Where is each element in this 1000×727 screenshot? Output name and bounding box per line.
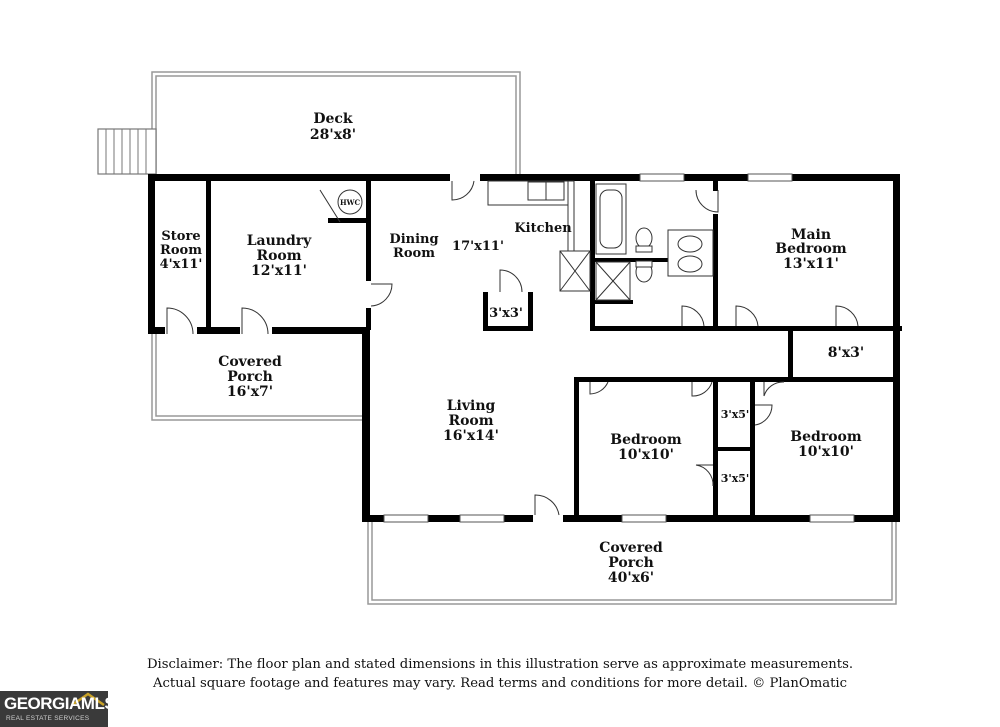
georgia-mls-logo: GEORGIAMLS REAL ESTATE SERVICES [0,691,116,727]
deck-stairs [97,128,157,175]
main-closet-dim: 8'x3' [828,345,864,361]
logo-wordmark: GEORGIAMLS [4,694,116,713]
dining-room-name-2: Room [393,246,435,261]
main-bedroom-name-2: Bedroom [775,241,847,257]
deck-dim: 28'x8' [310,127,356,143]
living-room-name-1: Living [447,398,496,414]
left-porch-name-2: Porch [227,369,273,385]
front-porch-name-2: Porch [608,555,654,571]
deck-name: Deck [313,111,353,127]
laundry-room-name-2: Room [256,248,301,264]
bedroom-2-name: Bedroom [790,429,862,445]
laundry-room-dim: 12'x11' [251,263,307,279]
front-porch-outline [367,522,897,605]
kitchen-closet-dim: 3'x3' [489,306,523,321]
room-labels: HWC Deck 28'x8' Store Room 4'x11' Laundr… [160,111,865,586]
store-room-name-2: Room [160,243,202,258]
main-bedroom-dim: 13'x11' [783,256,839,272]
front-porch-name-1: Covered [599,540,663,556]
bedroom-1-dim: 10'x10' [618,447,674,463]
logo-tagline: REAL ESTATE SERVICES [6,715,90,722]
lower-closet-dim: 3'x5' [721,472,750,485]
fixtures [337,180,714,301]
left-porch-name-1: Covered [218,354,282,370]
windows [383,173,855,523]
water-heater-label: HWC [340,198,360,207]
main-bedroom-name-1: Main [791,227,831,243]
water-heater-icon [337,189,363,215]
living-room-name-2: Room [448,413,493,429]
kitchen-name: Kitchen [514,221,572,236]
left-porch-outline [151,334,364,421]
doors [165,174,859,522]
disclaimer-line-1: Disclaimer: The floor plan and stated di… [146,657,854,672]
interior-walls [206,181,902,519]
kitchen-dim: 17'x11' [452,239,504,254]
upper-closet-dim: 3'x5' [721,408,750,421]
store-room-dim: 4'x11' [160,257,203,272]
disclaimer-line-2: Actual square footage and features may v… [153,676,847,691]
left-porch-dim: 16'x7' [227,384,273,400]
bedroom-2-dim: 10'x10' [798,444,854,460]
front-porch-dim: 40'x6' [608,570,654,586]
bedroom-1-name: Bedroom [610,432,682,448]
house-roof-icon [71,692,105,706]
store-room-name-1: Store [161,229,200,244]
dining-room-name-1: Dining [389,232,438,247]
laundry-room-name-1: Laundry [247,233,312,249]
living-room-dim: 16'x14' [443,428,499,444]
deck-outline [151,71,521,176]
